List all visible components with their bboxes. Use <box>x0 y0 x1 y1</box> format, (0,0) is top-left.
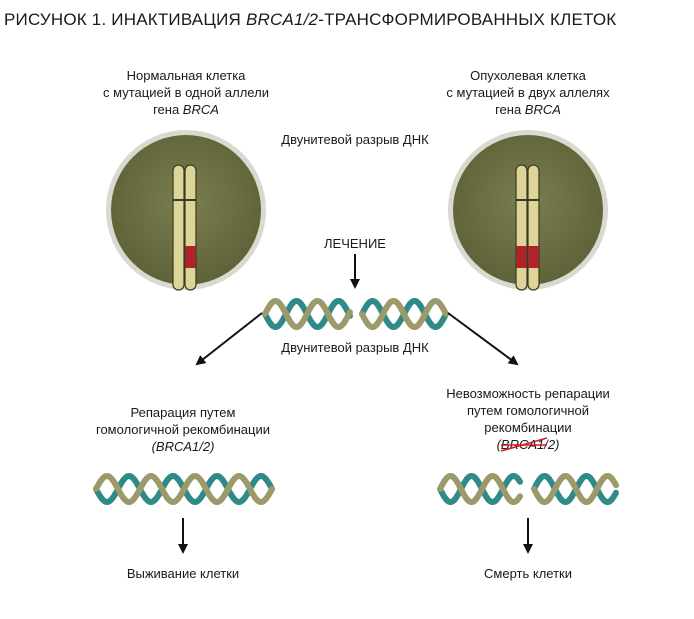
middle-break-label: Двунитевой разрыв ДНК <box>281 340 429 355</box>
tumor-chromosome-pair <box>515 164 540 291</box>
dna-strand <box>93 472 275 506</box>
arrow-to-repair <box>195 312 263 366</box>
repair-label: Репарация путем гомологичной рекомбинаци… <box>96 405 270 454</box>
survival-label: Выживание клетки <box>126 566 240 581</box>
top-break-label: Двунитевой разрыв ДНК <box>281 132 429 147</box>
tumor-cell-label: Опухолевая клетка с мутацией в двух алле… <box>446 68 610 117</box>
dna-strand <box>359 298 449 330</box>
strike-through-mark <box>500 437 547 452</box>
treatment-label: ЛЕЧЕНИЕ <box>324 236 386 251</box>
repaired-dna <box>93 472 275 506</box>
dna-strand <box>531 473 619 505</box>
unrepaired-dna-left-segment <box>437 473 523 505</box>
figure-title: РИСУНОК 1. ИНАКТИВАЦИЯ BRCA1/2-ТРАНСФОРМ… <box>4 10 617 29</box>
arrow-to-no-repair <box>447 312 519 366</box>
dna-strand <box>437 473 523 505</box>
death-label: Смерть клетки <box>484 566 572 581</box>
mutation-band <box>528 246 539 268</box>
dna-strand <box>262 298 353 330</box>
no-repair-label: Невозможность репарации путем гомологичн… <box>433 385 623 453</box>
unrepaired-dna-right-segment <box>531 473 619 505</box>
normal-cell <box>106 130 266 291</box>
struck-gene: (BRCA1/2) <box>497 436 560 453</box>
normal-chromosome-pair <box>172 164 197 291</box>
normal-cell-label: Нормальная клетка с мутацией в одной алл… <box>103 68 269 117</box>
broken-dna-right-segment <box>359 298 449 330</box>
broken-dna-left-segment <box>262 298 353 330</box>
mutation-band <box>516 246 527 268</box>
dna-strand <box>437 473 523 505</box>
tumor-cell <box>448 130 608 291</box>
mutation-band <box>185 246 196 268</box>
